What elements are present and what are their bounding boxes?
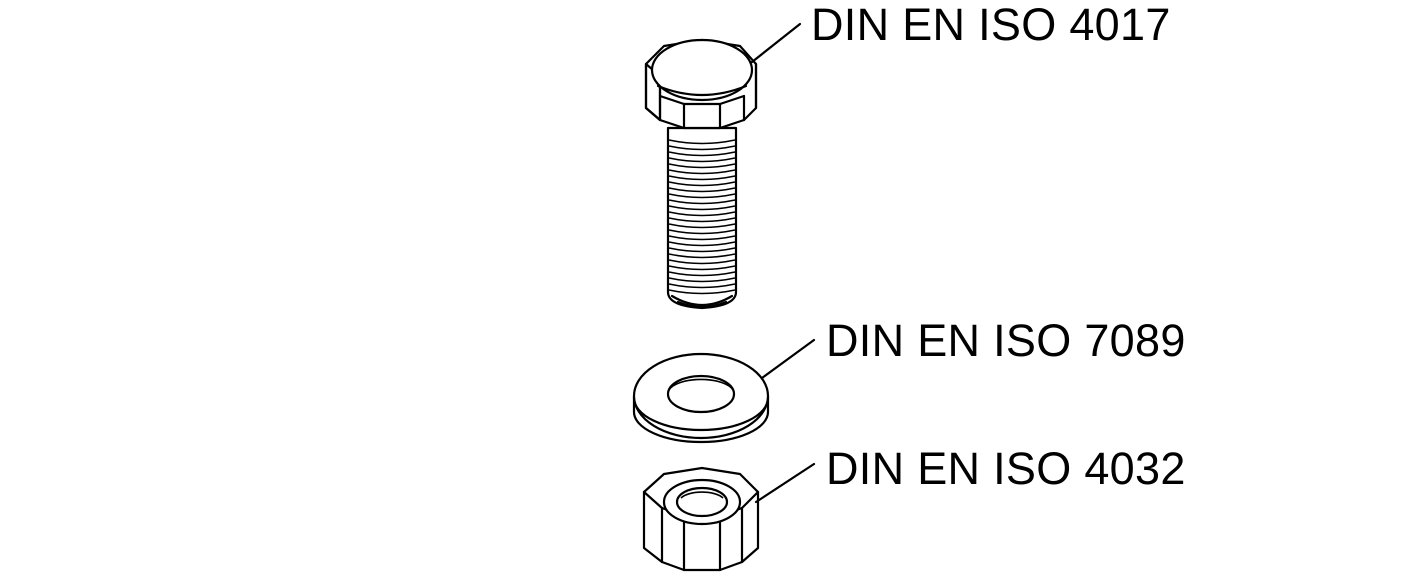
thread-line [668,145,736,151]
thread-line [668,259,736,265]
hex-nut [642,462,816,572]
thread-line [668,181,736,187]
washer-standard-label: DIN EN ISO 7089 [826,315,1186,366]
thread-line [668,277,736,283]
thread-line [668,265,736,271]
thread-line [668,217,736,223]
bolt-standard-label: DIN EN ISO 4017 [811,0,1171,50]
thread-line [668,223,736,229]
washer-leader-line [760,338,816,380]
thread-line [668,163,736,169]
thread-line [668,247,736,253]
thread-line [668,139,736,145]
nut-standard-label: DIN EN ISO 4032 [826,443,1186,494]
thread-line [668,175,736,181]
thread-line [668,211,736,217]
thread-line [668,193,736,199]
thread-line [668,283,736,289]
thread-line [668,229,736,235]
nut-leader-line [754,462,816,504]
bolt-leader-line [750,22,802,64]
bolt-shank [666,126,738,310]
flat-washer [632,338,816,444]
bolt-head [644,38,758,130]
thread-line [668,187,736,193]
thread-line [668,289,736,295]
thread-line [668,199,736,205]
thread-line [668,271,736,277]
hex-bolt [644,22,802,310]
thread-line [668,241,736,247]
thread-line [668,169,736,175]
thread-line [668,151,736,157]
thread-line [668,205,736,211]
thread-line [668,235,736,241]
thread-line [668,157,736,163]
thread-line [668,253,736,259]
bolt-threads [668,139,736,295]
